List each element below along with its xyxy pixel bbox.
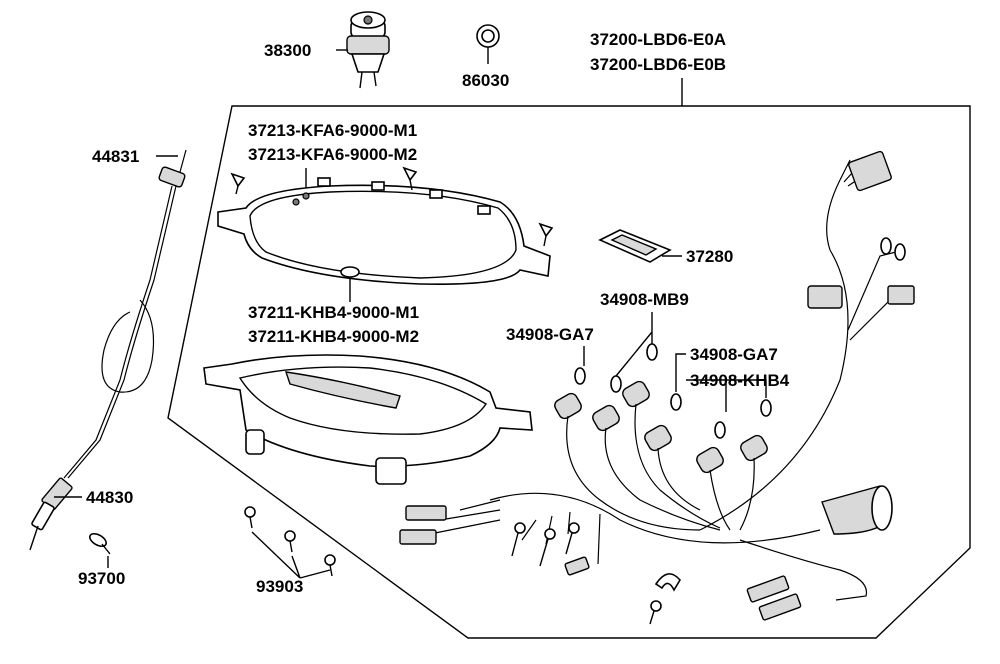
label-34908-ga7-right: 34908-GA7 [690,345,778,364]
label-93903: 93903 [256,577,303,596]
label-37213-m2: 37213-KFA6-9000-M2 [248,145,417,164]
label-37213-m1: 37213-KFA6-9000-M1 [248,121,417,140]
bulbs-part[interactable] [574,343,772,439]
label-44830: 44830 [86,488,133,507]
label-37211-m1: 37211-KHB4-9000-M1 [248,303,419,322]
harness-screws-part[interactable] [511,522,662,625]
speedometer-cable-part[interactable] [29,149,187,551]
label-38300: 38300 [264,41,311,60]
wire-clamp-part[interactable] [654,573,681,592]
upper-meter-case-part[interactable] [217,177,551,286]
screws-93903-part[interactable] [244,506,336,577]
label-44831: 44831 [92,147,139,166]
upper-case-screws[interactable] [230,166,554,247]
assembly-outline [167,105,971,639]
label-37200-a: 37200-LBD6-E0A [590,30,726,49]
label-37280: 37280 [686,247,733,266]
bulb-sockets-part[interactable] [553,379,770,474]
label-86030: 86030 [462,71,509,90]
plate-37280-part[interactable] [598,229,672,263]
label-37211-m2: 37211-KHB4-9000-M2 [248,327,419,346]
screw-93700-part[interactable] [88,531,111,555]
label-34908-mb9: 34908-MB9 [600,290,689,309]
label-37200-b: 37200-LBD6-E0B [590,55,726,74]
washer-part[interactable] [476,24,500,48]
ignition-switch-part[interactable] [346,11,390,89]
label-93700: 93700 [78,569,125,588]
label-34908-ga7-left: 34908-GA7 [506,325,594,344]
lower-meter-case-part[interactable] [203,354,533,485]
